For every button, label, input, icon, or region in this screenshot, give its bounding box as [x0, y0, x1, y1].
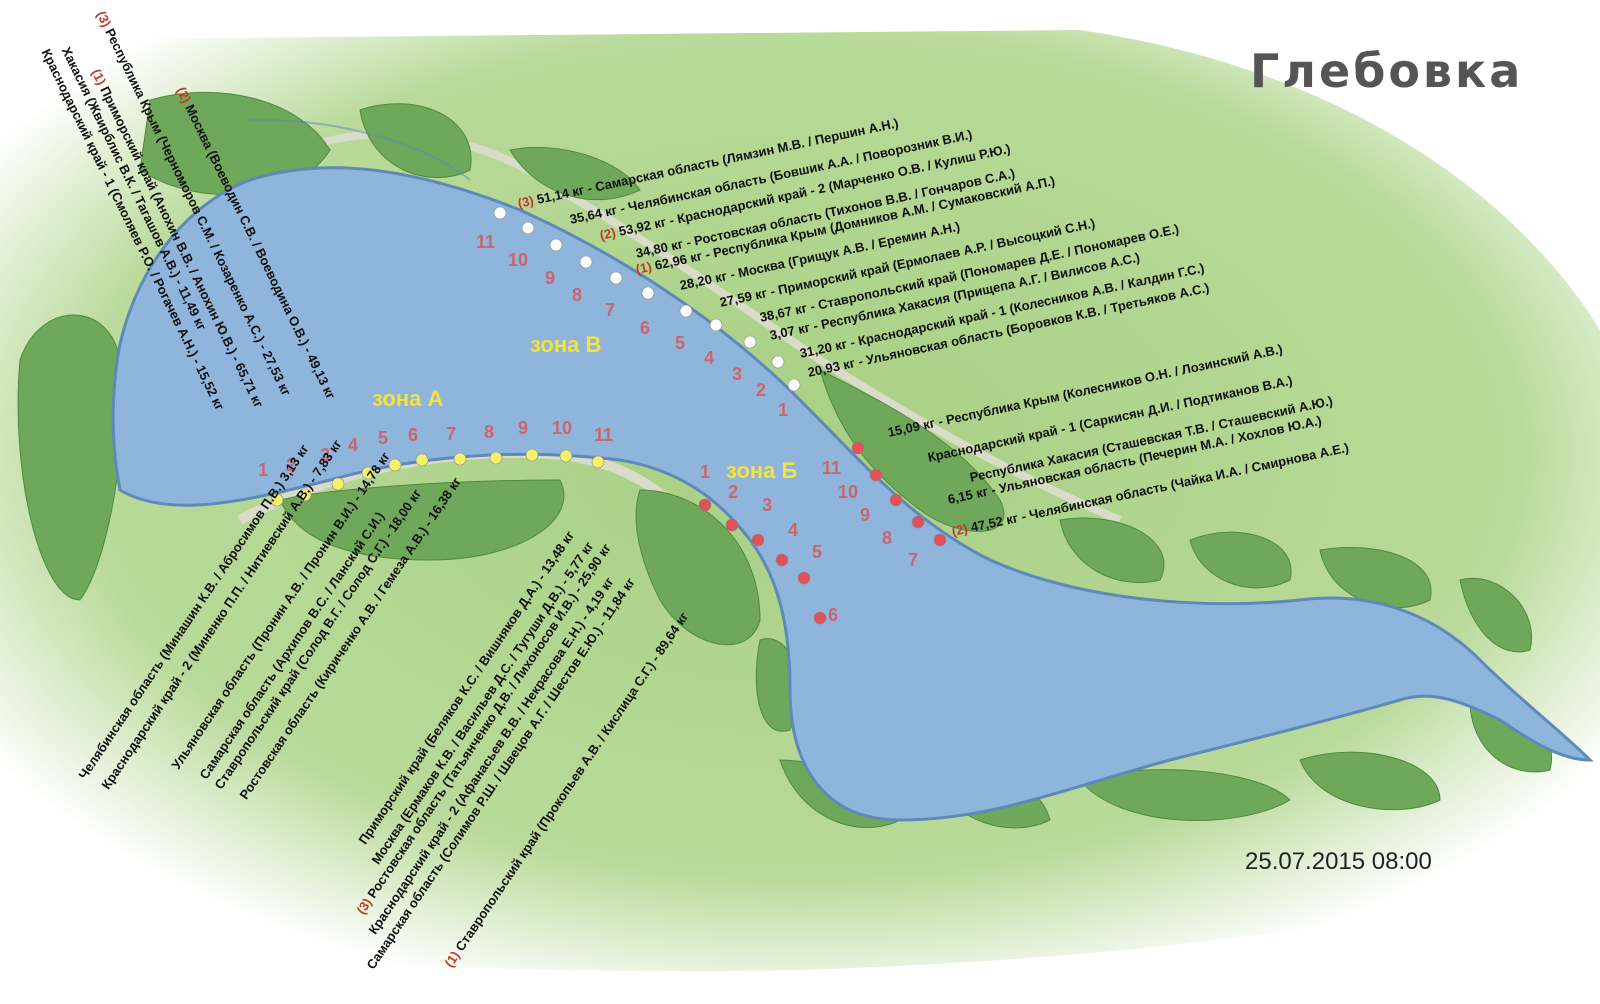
- sector-number: 2: [728, 482, 739, 502]
- peg-marker: [698, 498, 712, 512]
- peg-marker: [388, 458, 402, 472]
- sector-number: 8: [882, 528, 893, 548]
- peg-marker: [933, 533, 947, 547]
- peg-marker: [415, 453, 429, 467]
- peg-marker: [797, 571, 811, 585]
- peg-marker: [489, 451, 503, 465]
- peg-marker: [725, 518, 739, 532]
- sector-number: 4: [788, 520, 799, 540]
- peg-marker: [771, 355, 785, 369]
- sector-number: 7: [446, 424, 457, 444]
- zone-a-markers: [270, 448, 605, 507]
- sector-number: 4: [348, 435, 359, 455]
- zone-v-label: зона В: [530, 332, 602, 357]
- zone-b-markers: [698, 441, 947, 625]
- sector-number: 6: [640, 318, 651, 338]
- sector-number: 3: [320, 445, 331, 465]
- peg-marker: [591, 455, 605, 469]
- sector-number: 1: [778, 400, 789, 420]
- peg-marker: [549, 238, 563, 252]
- sector-number: 8: [484, 422, 495, 442]
- peg-marker: [743, 335, 757, 349]
- sector-number: 11: [594, 425, 614, 445]
- sector-number: 11: [476, 232, 496, 252]
- peg-marker: [453, 452, 467, 466]
- sector-number: 4: [704, 348, 715, 368]
- peg-marker: [751, 533, 765, 547]
- sector-number: 2: [756, 380, 767, 400]
- peg-marker: [911, 515, 925, 529]
- peg-marker: [579, 255, 593, 269]
- sector-number: 3: [732, 364, 743, 384]
- sector-number: 9: [545, 268, 556, 288]
- zone-v-markers: [493, 206, 801, 392]
- sector-number: 3: [762, 495, 773, 515]
- map-title: Глебовка: [1250, 44, 1524, 98]
- sector-number: 1: [700, 462, 711, 482]
- peg-marker: [521, 221, 535, 235]
- peg-marker: [298, 488, 312, 502]
- sector-number: 5: [675, 333, 686, 353]
- sector-number: 8: [572, 285, 583, 305]
- peg-marker: [609, 271, 623, 285]
- peg-marker: [559, 449, 573, 463]
- peg-marker: [787, 378, 801, 392]
- sector-number: 9: [860, 505, 871, 525]
- sector-number: 10: [838, 482, 859, 502]
- peg-marker: [641, 286, 655, 300]
- sector-number: 5: [812, 542, 823, 562]
- sector-number: 9: [518, 418, 529, 438]
- peg-marker: [525, 448, 539, 462]
- peg-marker: [493, 206, 507, 220]
- peg-marker: [851, 441, 865, 455]
- zone-a-label: зона А: [372, 386, 444, 411]
- sector-number: 5: [378, 428, 389, 448]
- lake: [111, 166, 1594, 822]
- peg-marker: [361, 466, 375, 480]
- sector-number: 10: [552, 418, 573, 438]
- peg-marker: [331, 477, 345, 491]
- peg-marker: [869, 468, 883, 482]
- peg-marker: [775, 553, 789, 567]
- sector-number: 7: [908, 550, 919, 570]
- sector-number: 7: [605, 300, 616, 320]
- sector-number: 6: [828, 605, 839, 625]
- sector-number: 2: [286, 455, 297, 475]
- zone-b-label: зона Б: [726, 458, 798, 483]
- sector-number: 6: [408, 425, 419, 445]
- peg-marker: [270, 493, 284, 507]
- sector-number: 1: [258, 460, 269, 480]
- peg-marker: [889, 493, 903, 507]
- sector-number: 11: [822, 458, 842, 478]
- timestamp: 25.07.2015 08:00: [1245, 848, 1432, 875]
- peg-marker: [709, 318, 723, 332]
- sector-number: 10: [508, 250, 529, 270]
- peg-marker: [679, 304, 693, 318]
- peg-marker: [813, 611, 827, 625]
